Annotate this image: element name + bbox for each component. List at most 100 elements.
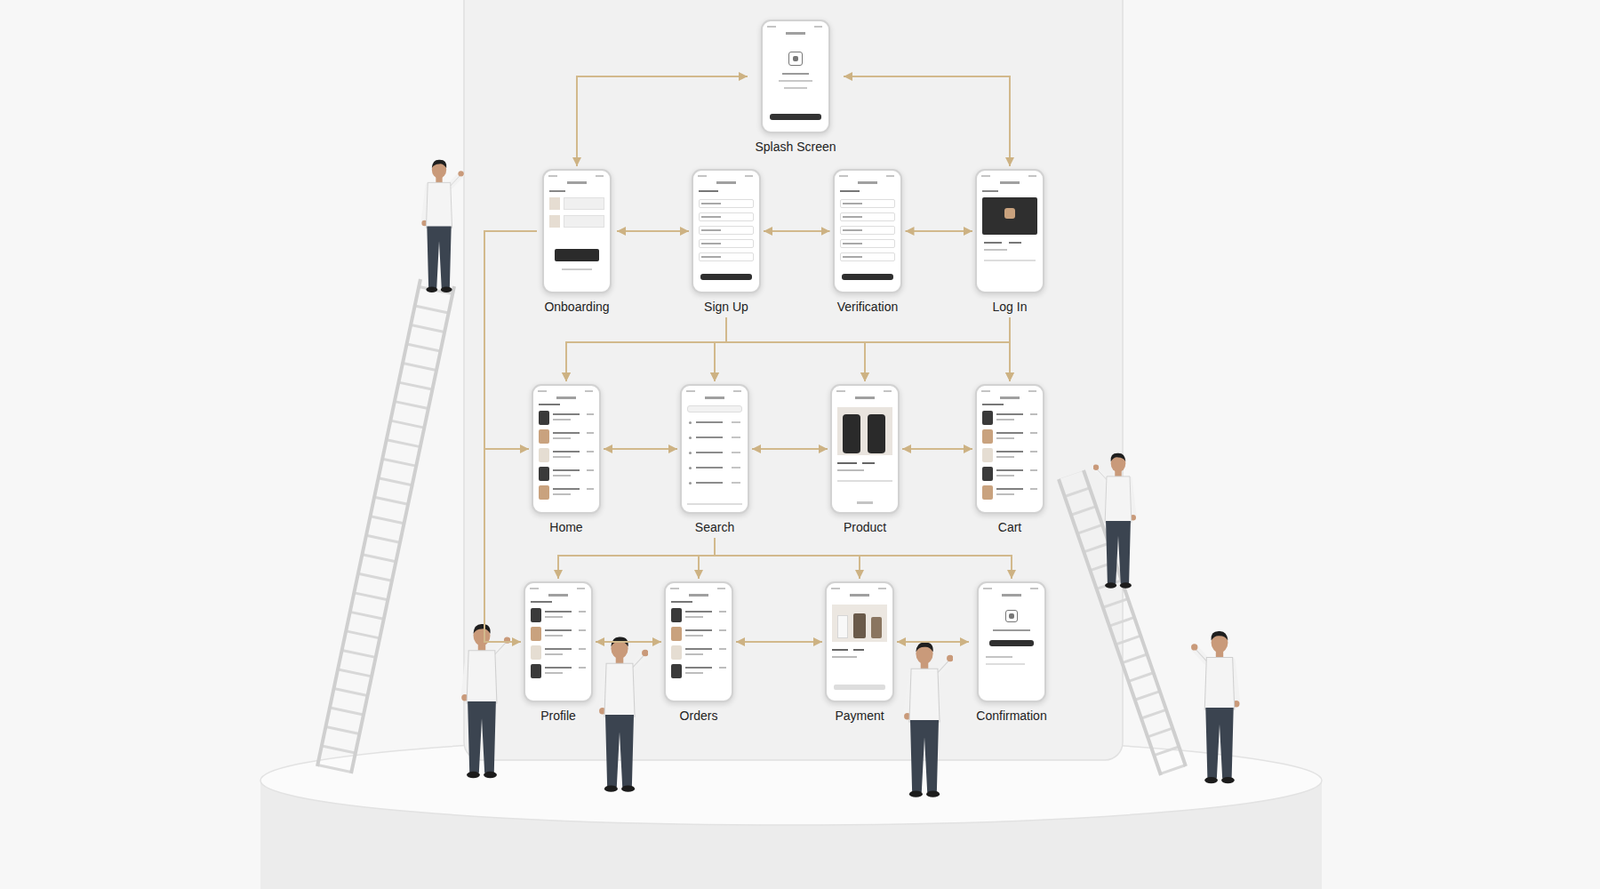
screen-detail (840, 190, 860, 192)
screen-detail (544, 616, 563, 618)
screen-detail (552, 437, 571, 440)
screen-detail (731, 481, 741, 484)
screen-detail (578, 648, 586, 650)
screen-detail (996, 493, 1015, 496)
screen-detail (1004, 208, 1016, 219)
screen-node: Splash Screen (750, 19, 841, 155)
screen-detail (857, 181, 878, 184)
screen-detail (981, 175, 991, 177)
screen-label: Home (531, 520, 601, 536)
screen-node: Cart (975, 384, 1045, 536)
screen-detail (842, 256, 863, 258)
screen-detail (1030, 587, 1039, 590)
screen-detail (563, 197, 605, 210)
screen-detail (996, 456, 1015, 458)
screen-detail (984, 248, 1008, 251)
phone-screen (830, 384, 900, 514)
screen-detail (552, 493, 571, 496)
screen-label: Log In (975, 299, 1045, 315)
screen-detail (556, 396, 576, 400)
screen-detail (717, 587, 726, 590)
screen-node: Verification (832, 168, 904, 315)
screen-detail (989, 640, 1034, 647)
phone-screen (975, 168, 1045, 294)
screen-detail (982, 190, 999, 192)
screen-detail (853, 613, 866, 639)
screen-detail (538, 429, 550, 444)
screen-detail (696, 436, 723, 439)
flow-connector (905, 230, 974, 232)
screen-label: Confirmation (971, 708, 1052, 724)
screen-detail (769, 113, 822, 120)
flow-connector (603, 448, 678, 450)
screen-detail (832, 648, 848, 651)
screen-detail (549, 190, 566, 192)
screen-detail (586, 432, 594, 434)
screen-detail (837, 615, 848, 639)
screen-detail (538, 448, 550, 463)
screen-detail (671, 645, 682, 660)
screen-detail (552, 450, 580, 453)
screen-detail (719, 610, 727, 613)
screen-detail (538, 466, 550, 481)
flow-connector (752, 448, 828, 450)
screen-detail (584, 390, 593, 392)
screen-detail (671, 664, 682, 679)
screen-detail (883, 390, 892, 392)
screen-detail (982, 466, 993, 481)
screen-detail (985, 663, 1025, 665)
screen-detail (554, 248, 600, 262)
screen-detail (685, 616, 704, 618)
screen-detail (996, 418, 1015, 421)
screen-detail (578, 666, 586, 669)
screen-detail (996, 437, 1015, 440)
screen-detail (578, 610, 586, 613)
flow-connector (864, 317, 1010, 382)
screen-node: Product (830, 384, 900, 536)
screen-label: Search (680, 520, 750, 536)
flow-connector (566, 317, 1010, 382)
screen-detail (996, 469, 1024, 472)
screen-detail (853, 648, 864, 651)
screen-detail (842, 216, 863, 218)
screen-detail (1030, 432, 1038, 434)
screen-detail (687, 405, 743, 413)
screen-detail (1000, 181, 1020, 184)
people (421, 160, 1240, 798)
screen-detail (744, 175, 753, 177)
screen-detail (548, 593, 568, 597)
screen-detail (552, 488, 580, 490)
screen-detail (696, 466, 723, 469)
screen-detail (1008, 613, 1015, 619)
screen-detail (704, 396, 725, 400)
screen-detail (701, 202, 721, 205)
screen-label: Product (830, 520, 900, 536)
screen-detail (982, 448, 993, 463)
screen-detail (586, 450, 594, 453)
screen-detail (529, 587, 539, 590)
screen-detail (688, 593, 709, 597)
screen-detail (696, 421, 723, 424)
phone-screen (975, 384, 1045, 514)
screen-detail (595, 175, 604, 177)
flow-connector (736, 640, 823, 643)
flow-connector (763, 230, 831, 232)
screen-detail (544, 610, 572, 613)
screen-detail (837, 469, 864, 472)
flow-connector (714, 317, 1010, 382)
flow-connector (714, 537, 1012, 579)
screen-node: Payment (824, 581, 895, 724)
flow-connector (616, 230, 689, 232)
screen-detail (836, 390, 846, 392)
screen-detail (549, 197, 560, 210)
screen-detail (538, 485, 550, 500)
ladder (317, 279, 455, 774)
screen-detail (544, 648, 572, 650)
screen-label: Onboarding (539, 299, 615, 315)
screen-detail (1008, 241, 1022, 244)
screen-detail (731, 466, 741, 469)
screen-detail (785, 32, 806, 35)
flow-connector (726, 317, 1010, 382)
screen-detail (530, 608, 542, 623)
screen-detail (719, 666, 727, 669)
